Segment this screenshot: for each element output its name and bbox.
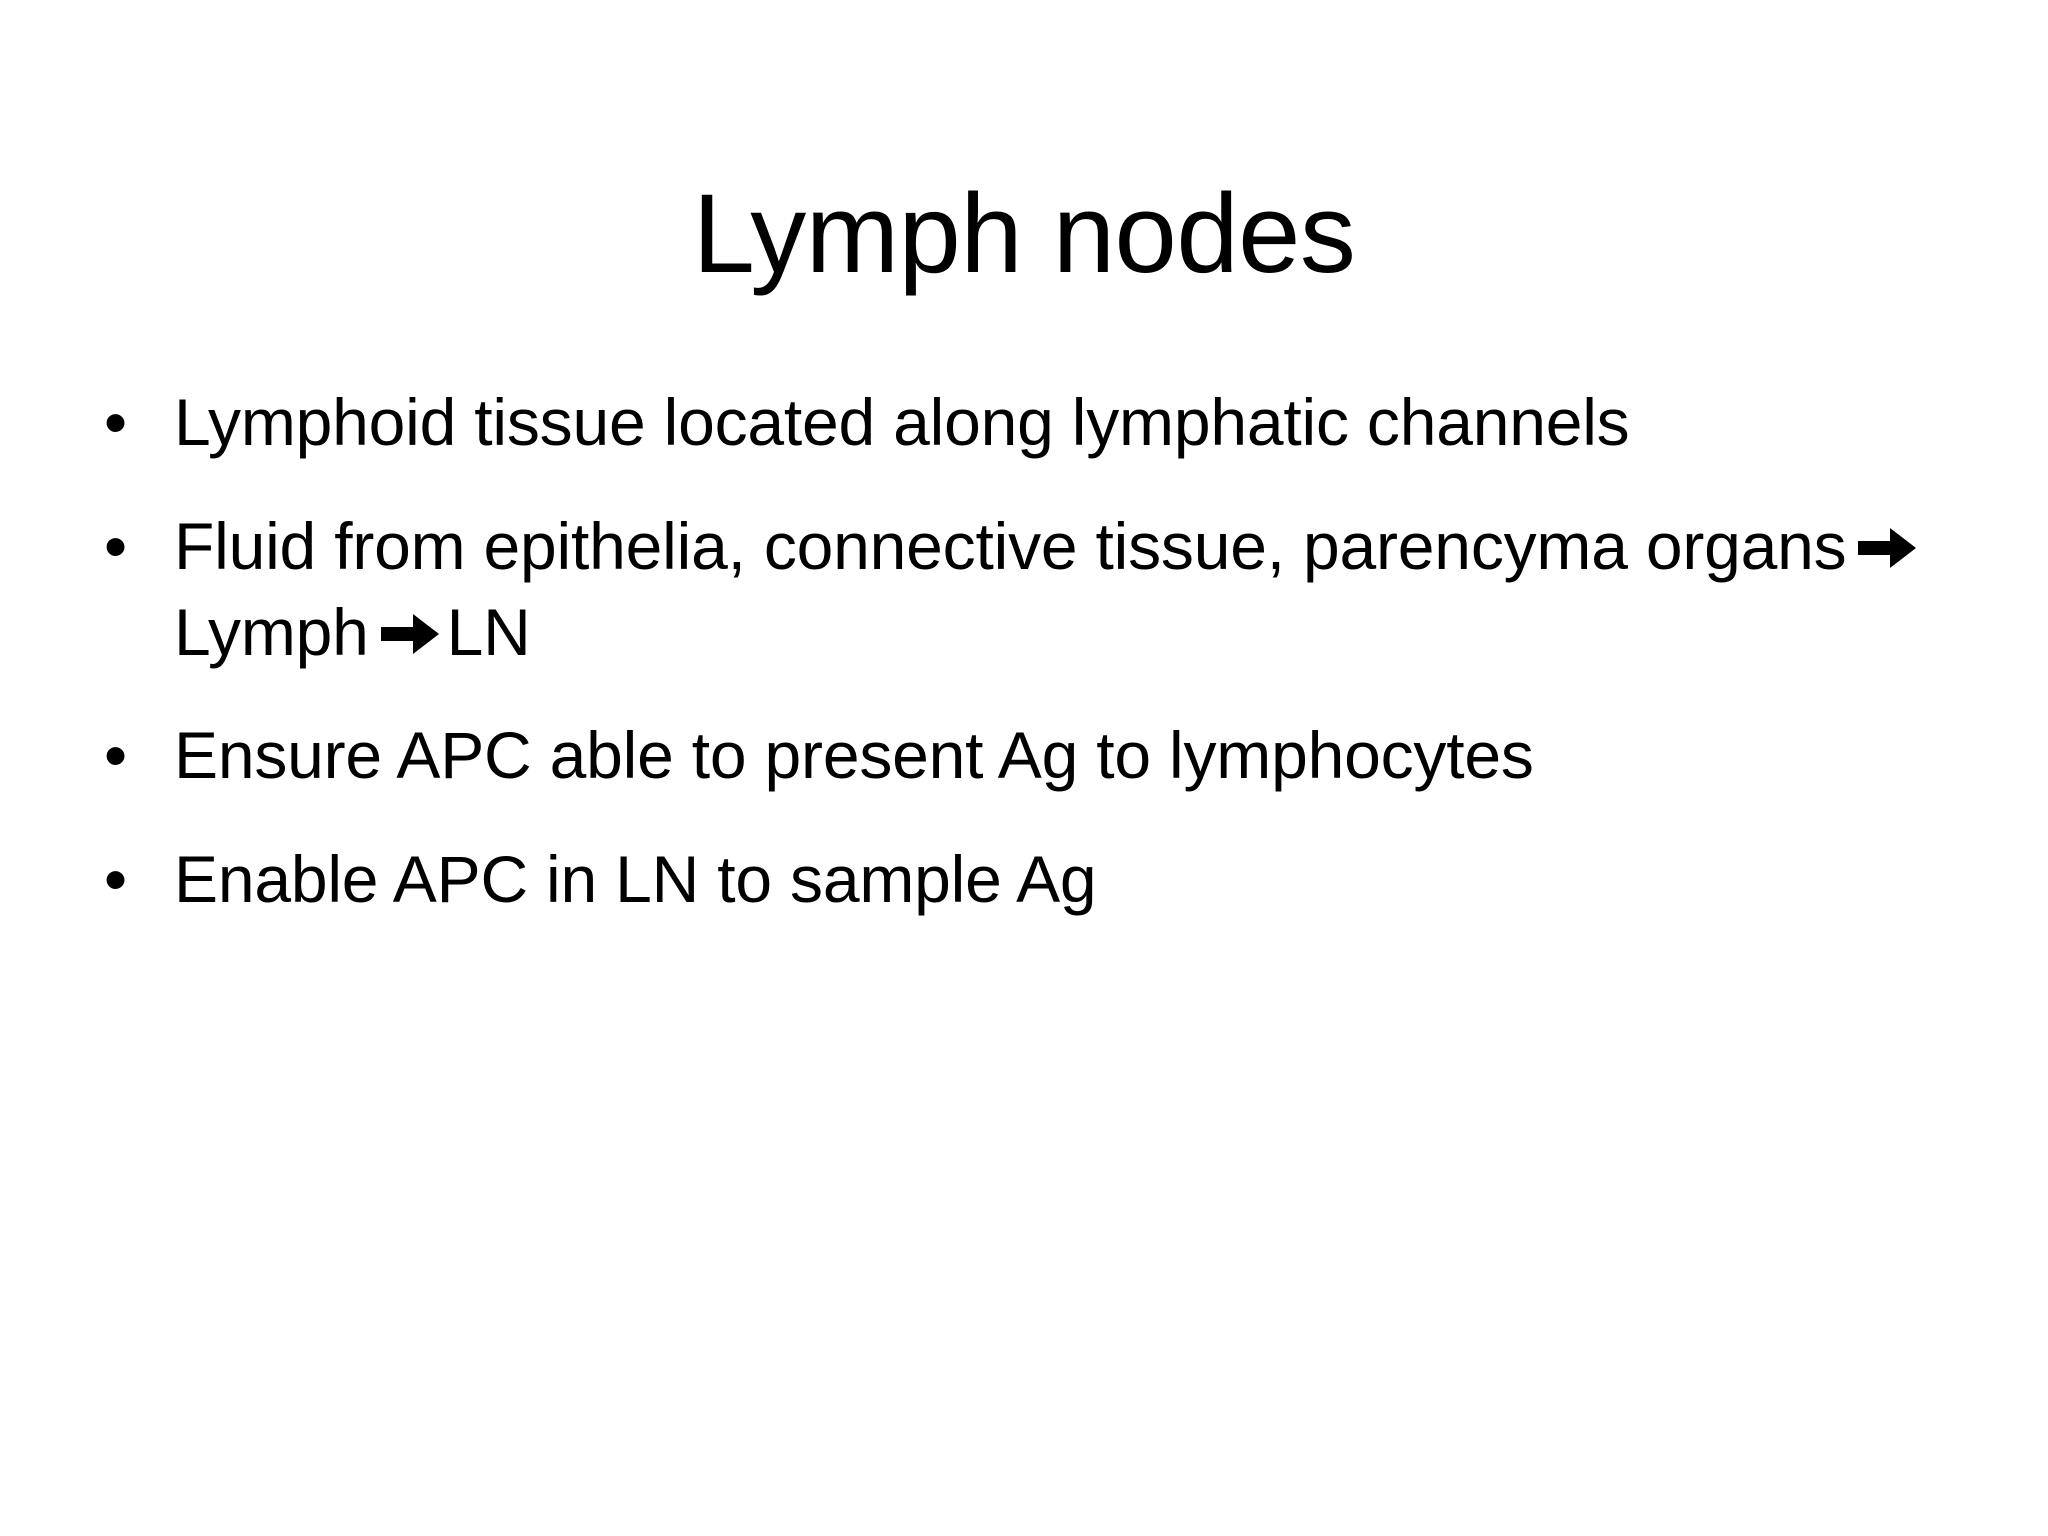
list-item: • Ensure APC able to present Ag to lymph…	[96, 713, 1976, 799]
bullet-text-enable-apc: Enable APC in LN to sample Ag	[174, 842, 1097, 917]
right-arrow-icon	[379, 611, 441, 657]
bullet-point-icon: •	[104, 508, 127, 583]
slide-title-placeholder: Lymph nodes	[0, 96, 2048, 372]
bullet-text-ensure-apc: Ensure APC able to present Ag to lymphoc…	[174, 718, 1534, 793]
bullet-segment-text: Lymph	[174, 594, 369, 669]
page-title: Lymph nodes	[692, 171, 1356, 297]
bullet-point-icon: •	[104, 718, 127, 793]
list-item: • Fluid from epithelia, connective tissu…	[96, 504, 1976, 676]
slide-body-placeholder: • Lymphoid tissue located along lymphati…	[96, 380, 1976, 923]
list-item: • Lymphoid tissue located along lymphati…	[96, 380, 1976, 466]
bullet-segment-text: Fluid from epithelia, connective tissue,…	[174, 508, 1847, 583]
bullet-text-lymphoid-tissue: Lymphoid tissue located along lymphatic …	[174, 385, 1630, 459]
bullet-segment-text: LN	[446, 594, 531, 669]
bullet-list: • Lymphoid tissue located along lymphati…	[96, 380, 1976, 923]
right-arrow-icon	[1856, 525, 1918, 571]
bullet-point-icon: •	[104, 842, 127, 917]
bullet-text-fluid-from-epithelia: Fluid from epithelia, connective tissue,…	[174, 504, 1976, 676]
list-item: • Enable APC in LN to sample Ag	[96, 837, 1976, 923]
bullet-point-icon: •	[104, 385, 127, 459]
